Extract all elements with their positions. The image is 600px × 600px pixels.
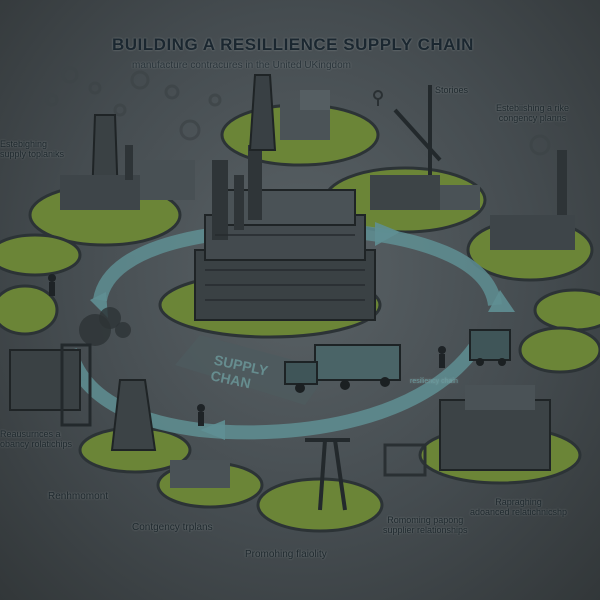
bottom-sites	[170, 385, 551, 511]
page-subtitle: manufacture contracures in the United UK…	[132, 60, 352, 71]
central-factory	[194, 145, 376, 321]
right-site	[370, 85, 480, 210]
label-stories: Storioes	[435, 85, 469, 95]
gear-icon-cluster-left	[45, 66, 222, 141]
label-renhmomont: Renhmomont	[48, 491, 109, 502]
label-establishing-left: Estebighing supply toplaniks	[0, 139, 65, 159]
truck-main	[284, 344, 401, 393]
left-lower-factory	[9, 307, 157, 451]
top-tower	[248, 74, 330, 151]
location-pin-icon	[373, 90, 383, 106]
label-reassurances: Reausurnces a obancy rolatichips	[0, 429, 73, 449]
worker-figures	[48, 274, 446, 426]
road-small-text: resiliency chain	[410, 378, 458, 385]
label-romoming: Romoming papong supplier relationships	[383, 515, 468, 535]
truck-right	[469, 329, 511, 366]
label-establishing-top-right: Estebiishing a rike congency planns	[496, 103, 570, 123]
label-promoting: Promohing flaiolity	[245, 549, 327, 560]
road	[175, 335, 330, 405]
page-title: BUILDING A RESILLIENCE SUPPLY CHAIN	[112, 35, 474, 54]
left-factory	[60, 114, 195, 210]
right-refinery	[490, 150, 575, 250]
label-contingency: Contgency trplans	[132, 522, 213, 533]
gear-icon-cluster-right	[529, 113, 567, 156]
label-reprographing: Rapraghing adoanced relatichnicshp	[470, 497, 568, 517]
